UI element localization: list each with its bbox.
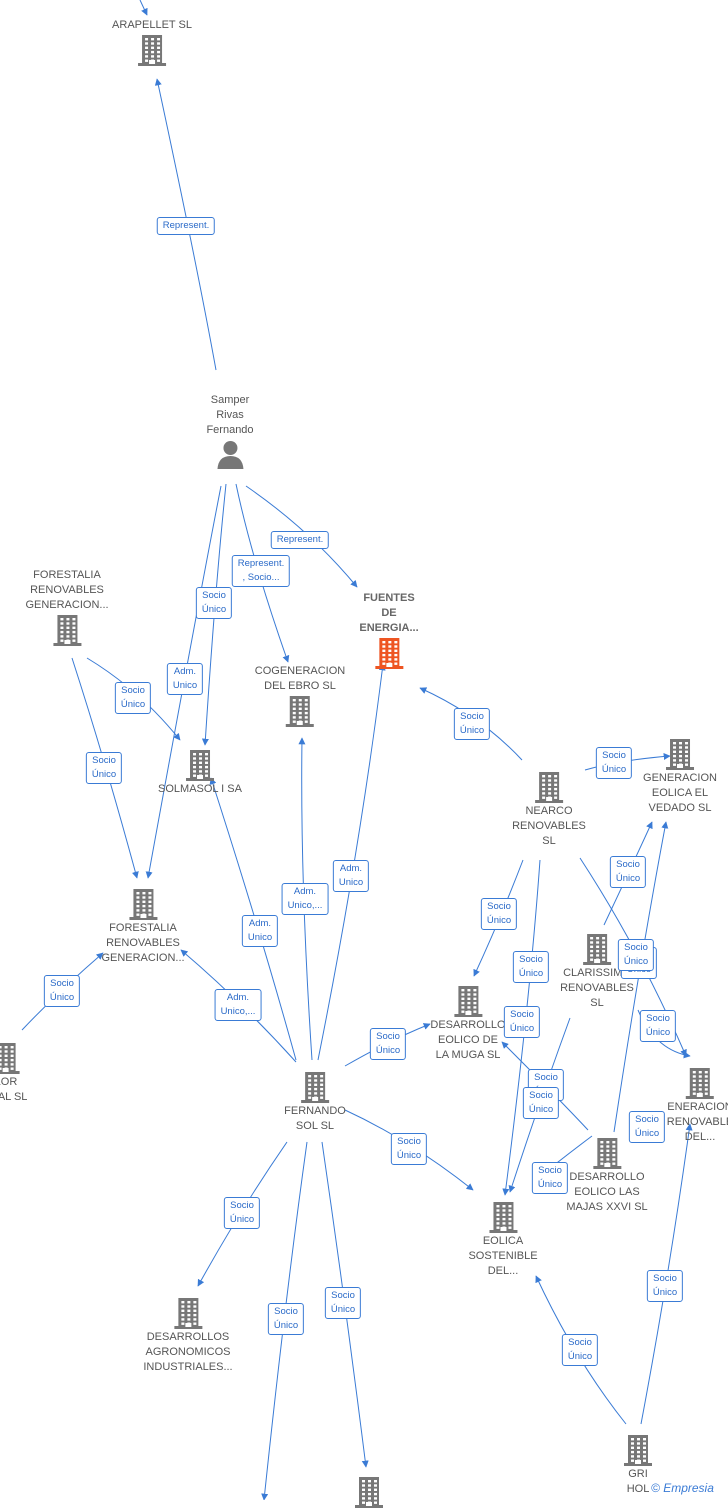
node-label: DESARROLLO EOLICO LAS MAJAS XXVI SL	[566, 1171, 648, 1213]
node-label: FORESTALIA RENOVABLES GENERACION...	[101, 922, 185, 964]
node-fuentes[interactable]: FUENTES DE ENERGIA...	[359, 591, 419, 670]
building-icon	[621, 1433, 655, 1467]
edge-label-25[interactable]: Socio Único	[617, 939, 655, 971]
edge-label-17[interactable]: Socio Único	[324, 1287, 362, 1319]
node-label: FERNANDO SOL SL	[284, 1105, 346, 1132]
person-icon	[206, 438, 253, 470]
edge-label-29[interactable]: Socio Único	[561, 1334, 599, 1366]
edge-label-2[interactable]: Represent. , Socio...	[231, 555, 291, 587]
node-label: NEARCO RENOVABLES SL	[512, 805, 586, 847]
building-icon	[468, 1200, 537, 1234]
node-label: GRI HOL	[626, 1468, 650, 1495]
node-cogeneracion[interactable]: COGENERACION DEL EBRO SL	[255, 664, 345, 728]
node-gri[interactable]: GRI HOL	[621, 1433, 655, 1497]
edge-label-19[interactable]: Socio Único	[595, 747, 633, 779]
node-vedado[interactable]: GENERACION EOLICA EL VEDADO SL	[643, 737, 717, 816]
edge-label-18[interactable]: Socio Único	[453, 708, 491, 740]
edge-label-7[interactable]: Socio Único	[85, 752, 123, 784]
node-label: GENERACION EOLICA EL VEDADO SL	[643, 772, 717, 814]
building-icon	[560, 932, 634, 966]
building-icon	[158, 748, 242, 782]
node-forestalia2[interactable]: FORESTALIA RENOVABLES GENERACION...	[101, 887, 185, 966]
node-nearco[interactable]: NEARCO RENOVABLES SL	[512, 770, 586, 849]
node-label: CLARISSIMO RENOVABLES SL	[560, 967, 634, 1009]
building-icon	[667, 1066, 728, 1100]
copyright-symbol: ©	[651, 1481, 660, 1495]
building-icon	[0, 1041, 27, 1075]
building-icon	[566, 1136, 647, 1170]
node-label: EOLICA SOSTENIBLE DEL...	[468, 1235, 538, 1277]
edge-label-10[interactable]: Adm. Unico,...	[214, 989, 262, 1021]
node-label: DESARROLLOS AGRONOMICOS INDUSTRIALES...	[143, 1331, 233, 1373]
edge-label-27[interactable]: Socio Único	[639, 1010, 677, 1042]
edge-label-16[interactable]: Socio Único	[267, 1303, 305, 1335]
edge-label-9[interactable]: Adm. Unico	[241, 915, 279, 947]
building-icon	[25, 613, 108, 647]
node-agronomicos[interactable]: DESARROLLOS AGRONOMICOS INDUSTRIALES...	[143, 1296, 233, 1375]
building-icon	[359, 636, 418, 670]
edge-label-3[interactable]: Represent.	[270, 531, 330, 549]
node-renovable[interactable]: ENERACION RENOVABLE DEL...	[667, 1066, 728, 1145]
edge-label-20[interactable]: Socio Único	[480, 898, 518, 930]
edge-1	[139, 0, 148, 16]
node-muga[interactable]: DESARROLLO EOLICO DE LA MUGA SL	[430, 984, 506, 1063]
building-icon	[112, 33, 192, 67]
edge-label-15[interactable]: Socio Único	[223, 1197, 261, 1229]
building-icon	[255, 694, 345, 728]
building-icon	[143, 1296, 232, 1330]
node-label: COGENERACION DEL EBRO SL	[254, 665, 346, 692]
node-majas[interactable]: DESARROLLO EOLICO LAS MAJAS XXVI SL	[566, 1136, 648, 1215]
edge-label-30[interactable]: Socio Único	[646, 1270, 684, 1302]
node-fernando[interactable]: FERNANDO SOL SL	[284, 1070, 346, 1134]
edge-5	[145, 485, 222, 879]
edge-label-5[interactable]: Socio Único	[195, 587, 233, 619]
node-label: FORESTALIA RENOVABLES GENERACION...	[25, 569, 109, 611]
node-samper[interactable]: Samper Rivas Fernando	[206, 393, 254, 470]
node-forestalia1[interactable]: FORESTALIA RENOVABLES GENERACION...	[25, 568, 109, 647]
brand-name: Empresia	[663, 1481, 714, 1495]
node-label: SOLMASOL I SA	[158, 783, 242, 795]
node-label: ENERACION RENOVABLE DEL...	[666, 1101, 728, 1143]
edge-label-8[interactable]: Socio Único	[43, 975, 81, 1007]
building-icon	[643, 737, 717, 771]
edge-label-14[interactable]: Socio Único	[390, 1133, 428, 1165]
edge-label-6[interactable]: Socio Único	[114, 682, 152, 714]
node-clarissimo[interactable]: CLARISSIMO RENOVABLES SL	[560, 932, 634, 1011]
node-label: FUENTES DE ENERGIA...	[359, 592, 419, 634]
building-icon	[430, 984, 505, 1018]
node-label: DESARROLLO EOLICO DE LA MUGA SL	[430, 1019, 506, 1061]
brand-watermark: © Empresia	[651, 1481, 714, 1495]
building-icon	[284, 1070, 346, 1104]
edge-label-12[interactable]: Adm. Unico,...	[281, 883, 329, 915]
node-calor[interactable]: LOR STAL SL	[0, 1041, 27, 1105]
edge-11	[317, 663, 386, 1061]
building-icon	[352, 1475, 386, 1509]
building-icon	[512, 770, 586, 804]
building-icon	[101, 887, 184, 921]
edge-0	[154, 78, 217, 371]
node-solmasol[interactable]: SOLMASOL I SA	[158, 748, 242, 797]
edge-label-4[interactable]: Adm. Unico	[166, 663, 204, 695]
node-label: LOR STAL SL	[0, 1076, 28, 1103]
node-label: ARAPELLET SL	[112, 19, 192, 31]
edge-label-13[interactable]: Socio Único	[369, 1028, 407, 1060]
node-arapellet[interactable]: ARAPELLET SL	[112, 18, 192, 67]
node-bottom[interactable]	[352, 1475, 386, 1509]
edge-label-11[interactable]: Adm. Unico	[332, 860, 370, 892]
node-label: Samper Rivas Fernando	[206, 394, 254, 436]
edge-label-21[interactable]: Socio Único	[512, 951, 550, 983]
edge-label-0[interactable]: Represent.	[156, 217, 216, 235]
edge-label-x1[interactable]: Socio Único	[628, 1111, 666, 1143]
edge-label-x0[interactable]: Socio Único	[522, 1087, 560, 1119]
edge-label-28[interactable]: Socio Único	[531, 1162, 569, 1194]
edge-label-24[interactable]: Socio Único	[503, 1006, 541, 1038]
node-eolica[interactable]: EOLICA SOSTENIBLE DEL...	[468, 1200, 538, 1279]
edge-label-23[interactable]: Socio Único	[609, 856, 647, 888]
